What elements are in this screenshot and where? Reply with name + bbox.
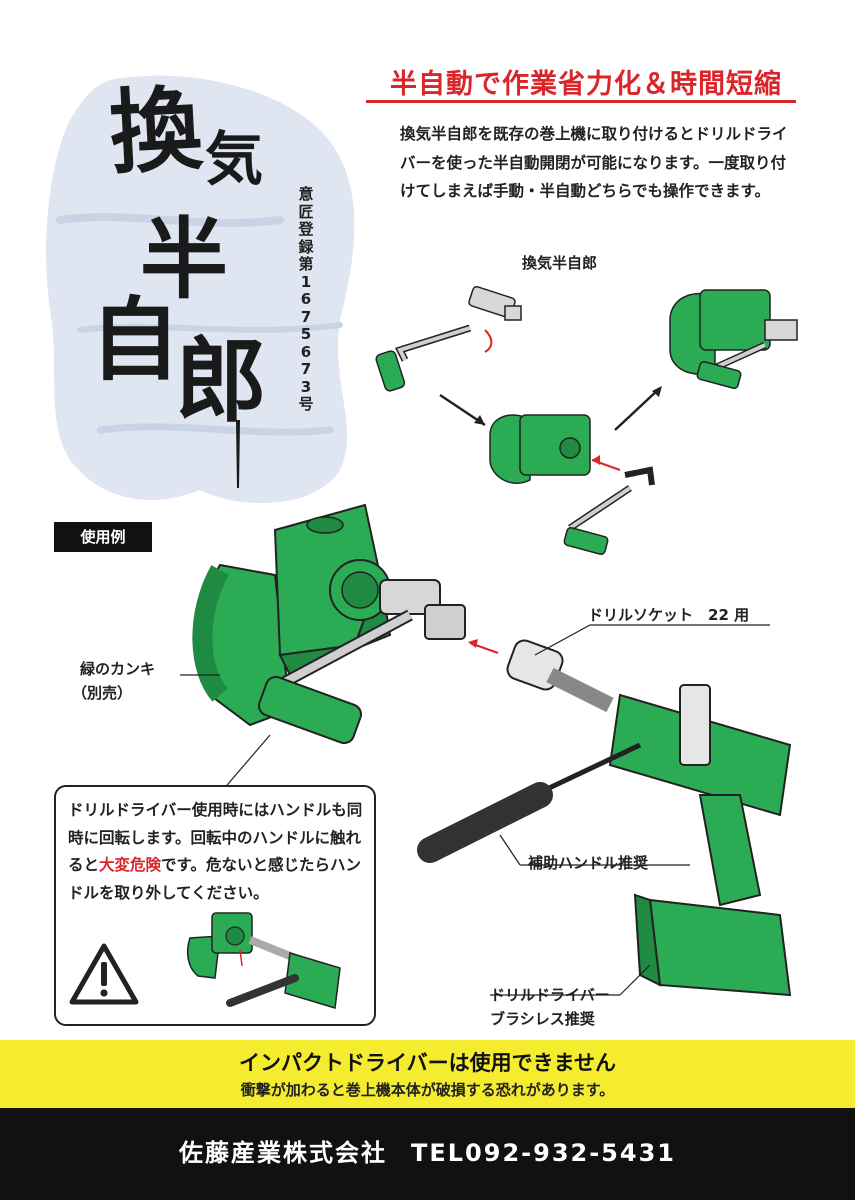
headline-underline	[366, 100, 796, 103]
product-label: 換気半自郎	[522, 254, 598, 272]
headline: 半自動で作業省力化＆時間短縮	[390, 69, 782, 100]
impact-driver-warning-subtitle: 衝撃が加わると巻上機本体が破損する恐れがあります。	[240, 1081, 615, 1099]
winch-middle	[489, 414, 591, 484]
title-char-2: 気	[205, 125, 264, 193]
brushless-recommended-label: ブラシレス推奨	[490, 1010, 595, 1028]
green-handle-label: 緑のカンキ	[80, 660, 156, 678]
footer-contact: 佐藤産業株式会社 TEL092-932-5431	[0, 1133, 855, 1168]
aux-handle-label: 補助ハンドル推奨	[528, 854, 649, 872]
warning-text-part1: ドリルドライバー使用時にはハンドルも同時に回転します。回転中のハンドルに触れると	[68, 801, 363, 874]
title-char-4: 自	[90, 287, 180, 393]
sold-separately-label: （別売）	[72, 684, 133, 702]
notice-banner	[0, 1040, 855, 1108]
warning-danger-highlight: 大変危険	[99, 856, 162, 874]
usage-illustration	[180, 503, 792, 997]
warning-mini-illustration	[186, 912, 341, 1009]
warning-text: ドリルドライバー使用時にはハンドルも同時に回転します。回転中のハンドルに触れると…	[68, 797, 368, 907]
warning-triangle-icon	[69, 943, 139, 1005]
telephone: TEL092-932-5431	[411, 1139, 676, 1167]
drill-socket-label: ドリルソケット 22 用	[588, 606, 750, 624]
winch-assembled	[669, 289, 798, 389]
installation-diagram	[375, 285, 798, 555]
brush-tail-stroke	[236, 420, 240, 488]
design-registration-number: 意匠登録第1675673号	[298, 185, 314, 413]
intro-paragraph: 換気半自郎を既存の巻上機に取り付けるとドリルドライバーを使った半自動開閉が可能に…	[400, 125, 788, 200]
title-char-1: 換	[107, 74, 205, 188]
warning-text-part2: です。危ないと感じたらハンドルを取り外してください。	[68, 856, 361, 902]
footer	[0, 1108, 855, 1200]
impact-driver-warning-title: インパクトドライバーは使用できません	[239, 1051, 616, 1075]
company-name: 佐藤産業株式会社	[179, 1139, 387, 1167]
drill-driver	[608, 684, 792, 997]
title-char-5: 郎	[175, 327, 268, 435]
title-char-3: 半	[140, 207, 229, 311]
drill-driver-label: ドリルドライバー	[490, 986, 610, 1004]
usage-example-tag: 使用例	[54, 522, 152, 552]
title-ink-blob	[46, 75, 355, 504]
adapter-part	[468, 285, 522, 321]
